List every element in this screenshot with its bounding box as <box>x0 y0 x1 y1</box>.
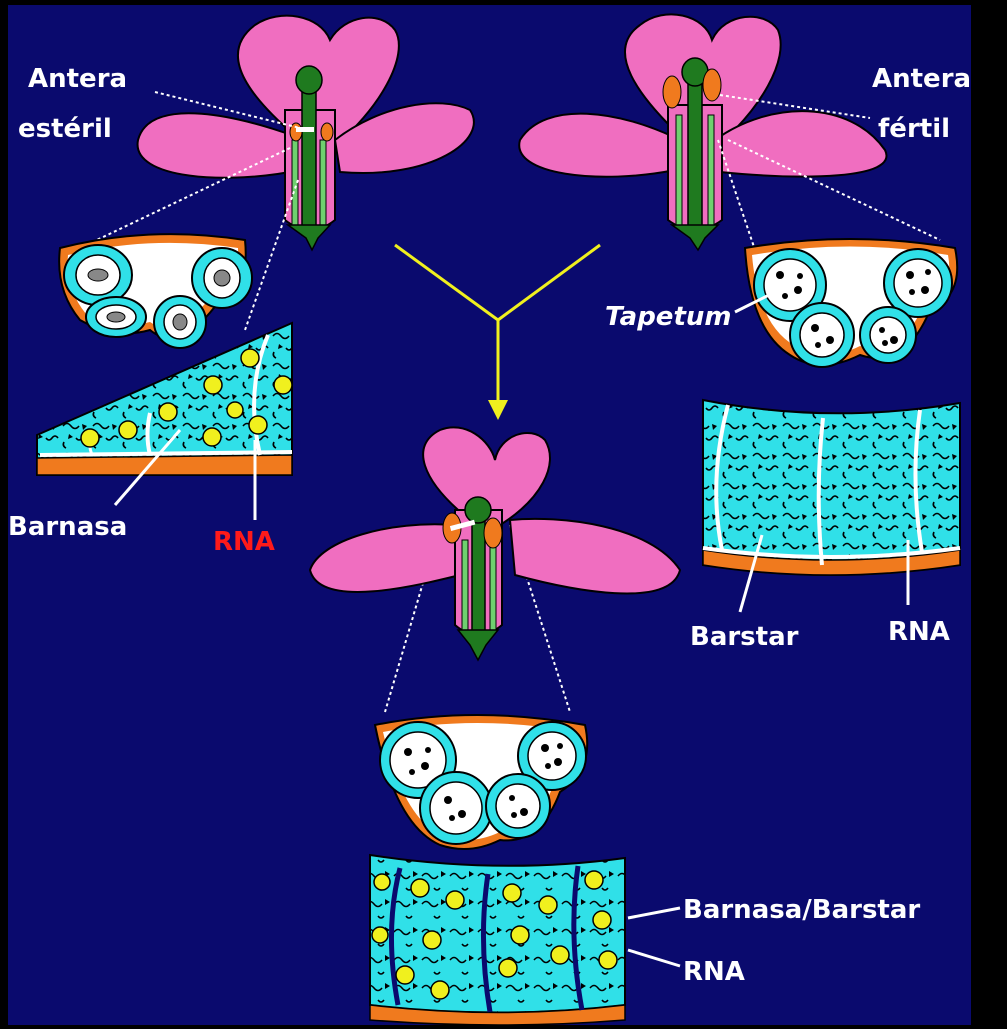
label-tapetum: Tapetum <box>605 302 731 332</box>
label-sterile-2: estéril <box>18 114 112 144</box>
tissue-fertile <box>703 400 960 575</box>
label-fertile-2: fértil <box>878 114 950 144</box>
label-barnasa: Barnasa <box>8 512 127 542</box>
tissue-hybrid <box>370 855 625 1025</box>
label-sterile-1: Antera <box>28 64 127 94</box>
label-rna-left: RNA <box>213 527 275 557</box>
label-rna-bottom: RNA <box>683 957 745 987</box>
label-barnasa-barstar: Barnasa/Barstar <box>683 895 920 925</box>
label-barstar: Barstar <box>690 622 799 652</box>
label-fertile-1: Antera <box>872 64 971 94</box>
label-rna-right: RNA <box>888 617 950 647</box>
